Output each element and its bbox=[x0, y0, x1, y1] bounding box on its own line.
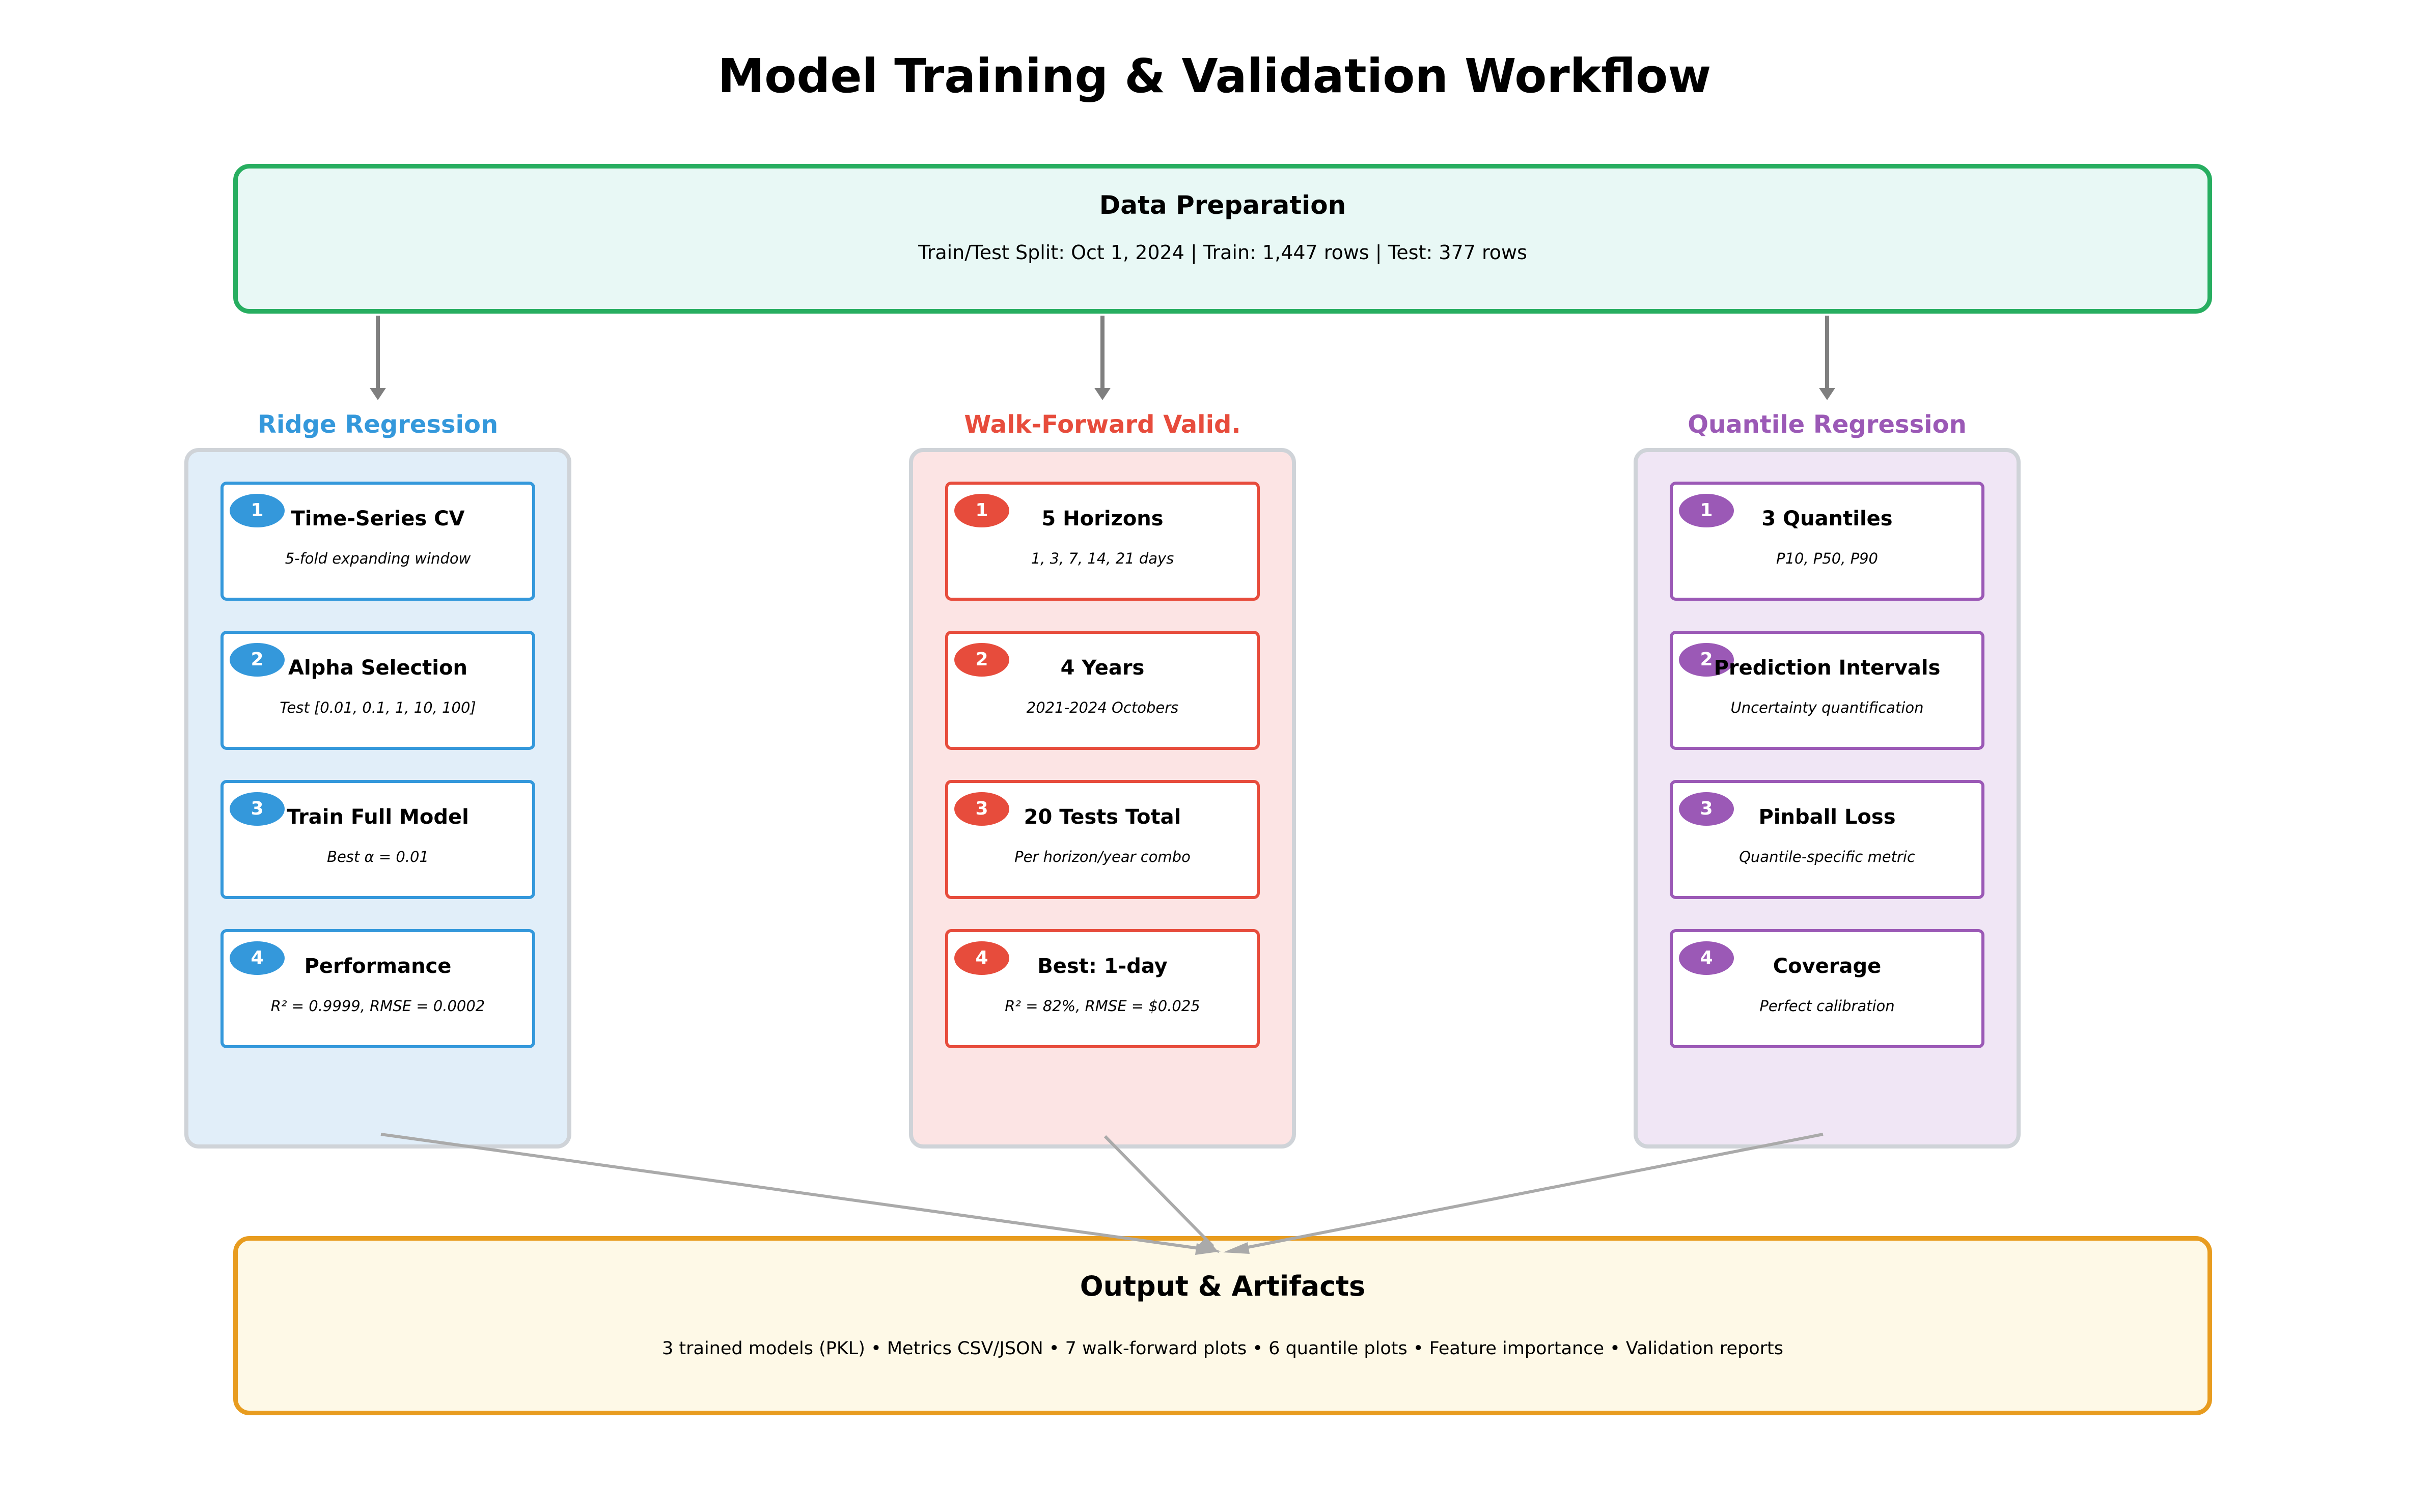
data-preparation-box: Data Preparation Train/Test Split: Oct 1… bbox=[233, 164, 2212, 314]
step-number-badge: 3 bbox=[1679, 792, 1734, 826]
step-number-badge: 4 bbox=[954, 941, 1009, 975]
step-detail: 5-fold expanding window bbox=[285, 550, 471, 567]
column-panel-quantile: 1 3 Quantiles P10, P50, P90 2 Prediction… bbox=[1634, 448, 2021, 1149]
step-card: 2 4 Years 2021-2024 Octobers bbox=[945, 631, 1260, 750]
step-number-badge: 2 bbox=[230, 643, 285, 677]
step-card: 4 Coverage Perfect calibration bbox=[1670, 929, 1984, 1048]
step-detail: R² = 0.9999, RMSE = 0.0002 bbox=[270, 997, 485, 1015]
step-title: Coverage bbox=[1773, 955, 1882, 978]
diagram-title: Model Training & Validation Workflow bbox=[717, 49, 1712, 103]
step-number-badge: 1 bbox=[954, 494, 1009, 527]
step-detail: Quantile-specific metric bbox=[1739, 848, 1915, 865]
step-detail: Best α = 0.01 bbox=[327, 848, 429, 865]
step-card: 4 Performance R² = 0.9999, RMSE = 0.0002 bbox=[220, 929, 535, 1048]
step-detail: Test [0.01, 0.1, 1, 10, 100] bbox=[280, 699, 476, 716]
step-detail: P10, P50, P90 bbox=[1776, 550, 1879, 567]
output-artifacts-box: Output & Artifacts 3 trained models (PKL… bbox=[233, 1236, 2212, 1415]
step-title: Best: 1-day bbox=[1037, 955, 1168, 978]
arrow-quantile-to-output bbox=[1234, 1133, 1824, 1251]
arrow-head bbox=[1223, 1242, 1250, 1254]
step-title: 4 Years bbox=[1060, 656, 1145, 680]
step-card: 2 Prediction Intervals Uncertainty quant… bbox=[1670, 631, 1984, 750]
step-number-badge: 3 bbox=[230, 792, 285, 826]
step-card: 1 Time-Series CV 5-fold expanding window bbox=[220, 482, 535, 601]
step-card: 2 Alpha Selection Test [0.01, 0.1, 1, 10… bbox=[220, 631, 535, 750]
step-card: 3 Pinball Loss Quantile-specific metric bbox=[1670, 780, 1984, 899]
step-number-badge: 4 bbox=[1679, 941, 1734, 975]
column-title-walk-forward: Walk-Forward Valid. bbox=[964, 410, 1241, 439]
step-card: 3 20 Tests Total Per horizon/year combo bbox=[945, 780, 1260, 899]
step-detail: R² = 82%, RMSE = $0.025 bbox=[1005, 997, 1200, 1015]
data-preparation-title: Data Preparation bbox=[1099, 190, 1346, 220]
step-detail: Per horizon/year combo bbox=[1014, 848, 1191, 865]
step-number-badge: 1 bbox=[1679, 494, 1734, 527]
step-card: 1 5 Horizons 1, 3, 7, 14, 21 days bbox=[945, 482, 1260, 601]
arrow-ridge-to-output bbox=[380, 1133, 1210, 1251]
step-number-badge: 2 bbox=[954, 643, 1009, 677]
step-title: 20 Tests Total bbox=[1024, 805, 1181, 829]
step-card: 4 Best: 1-day R² = 82%, RMSE = $0.025 bbox=[945, 929, 1260, 1048]
arrow-walk-forward-to-output bbox=[1103, 1135, 1214, 1248]
step-title: Prediction Intervals bbox=[1714, 656, 1941, 680]
arrow-head bbox=[1195, 1243, 1221, 1255]
data-preparation-subtitle: Train/Test Split: Oct 1, 2024 | Train: 1… bbox=[918, 241, 1527, 264]
column-panel-ridge: 1 Time-Series CV 5-fold expanding window… bbox=[184, 448, 571, 1149]
step-number-badge: 2 bbox=[1679, 643, 1734, 677]
step-detail: 1, 3, 7, 14, 21 days bbox=[1031, 550, 1174, 567]
step-title: Pinball Loss bbox=[1758, 805, 1896, 829]
step-title: 3 Quantiles bbox=[1761, 507, 1893, 530]
step-number-badge: 4 bbox=[230, 941, 285, 975]
column-title-ridge: Ridge Regression bbox=[257, 410, 499, 439]
step-title: Time-Series CV bbox=[291, 507, 465, 530]
step-number-badge: 1 bbox=[230, 494, 285, 527]
arrow-head bbox=[1094, 388, 1111, 400]
step-number-badge: 3 bbox=[954, 792, 1009, 826]
column-title-quantile: Quantile Regression bbox=[1688, 410, 1967, 439]
step-card: 1 3 Quantiles P10, P50, P90 bbox=[1670, 482, 1984, 601]
output-artifacts-title: Output & Artifacts bbox=[1080, 1270, 1366, 1302]
step-title: Alpha Selection bbox=[288, 656, 467, 680]
output-artifacts-subtitle: 3 trained models (PKL) • Metrics CSV/JSO… bbox=[662, 1338, 1783, 1359]
step-detail: 2021-2024 Octobers bbox=[1026, 699, 1179, 716]
step-card: 3 Train Full Model Best α = 0.01 bbox=[220, 780, 535, 899]
step-detail: Perfect calibration bbox=[1759, 997, 1895, 1015]
step-title: Performance bbox=[304, 955, 452, 978]
step-detail: Uncertainty quantification bbox=[1730, 699, 1924, 716]
arrow-head bbox=[1199, 1237, 1220, 1253]
column-panel-walk-forward: 1 5 Horizons 1, 3, 7, 14, 21 days 2 4 Ye… bbox=[909, 448, 1296, 1149]
step-title: 5 Horizons bbox=[1041, 507, 1164, 530]
arrow-head bbox=[370, 388, 386, 400]
step-title: Train Full Model bbox=[287, 805, 469, 829]
arrow-head bbox=[1819, 388, 1835, 400]
